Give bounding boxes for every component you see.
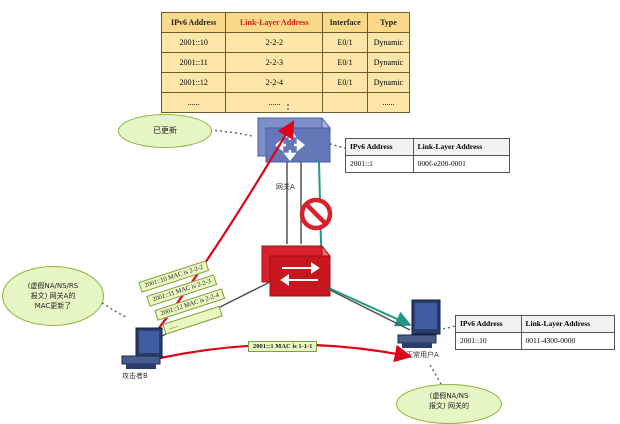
table-cell: ...... [225,92,324,113]
table-row: 2001::10 0011-4300-0000 [455,332,616,350]
cloud-text: (虚假NA/NS 报文) 网关的 [429,392,469,410]
table-cell: 2001::10 [455,332,522,350]
cloud-text: 已更新 [153,126,177,135]
table-cell: ...... [160,92,227,113]
table-cell: ...... [366,92,411,113]
attacker-label: 攻击者B [122,372,148,380]
blocked-icon [299,197,333,231]
user-address-table: IPv6 Address Link-Layer Address 2001::10… [455,315,616,350]
table-row: 2001::11 2-2-3 E0/1 Dynamic [160,52,411,73]
table-header: IPv6 Address [455,315,522,333]
cloud-text: (虚假NA/NS/RS 报文) 网关A的 MAC更新了 [27,282,79,310]
table-row: 2001::1 000f-e200-0001 [345,155,511,173]
link-line [325,287,411,331]
cloud-victim: (虚假NA/NS 报文) 网关的 [396,384,502,424]
gateway-label: 网关A [276,183,295,191]
cloud-updated: 已更新 [118,114,212,148]
user-label: 正常用户A [406,351,439,359]
cloud-attacker: (虚假NA/NS/RS 报文) 网关A的 MAC更新了 [2,266,104,326]
neighbor-table-header: Link-Layer Address [225,12,324,33]
switch-icon [260,245,332,297]
gateway-address-table: IPv6 Address Link-Layer Address 2001::1 … [345,138,511,173]
table-header: Link-Layer Address [412,138,511,156]
table-header: Link-Layer Address [520,315,616,333]
forged-message-banner: 2001::1 MAC is 1-1-1 [248,341,318,352]
table-cell: Dynamic [366,52,411,73]
table-cell: 000f-e200-0001 [412,155,511,173]
banner-text: ...... [167,321,180,332]
banner-text: 2001::1 MAC is 1-1-1 [253,343,313,350]
teal-arrow [318,159,412,327]
neighbor-table-header: Type [366,12,411,33]
user-computer-icon [397,299,441,348]
table-tail [437,325,456,331]
table-row: ...... ...... ...... [160,92,411,113]
cloud-tail [209,129,253,137]
table-cell: 0011-4300-0000 [520,332,616,350]
router-icon [256,117,332,163]
table-cell: 2001::1 [345,155,414,173]
table-header: IPv6 Address [345,138,414,156]
neighbor-table-header: Interface [322,12,368,33]
neighbor-table: IPv6 Address Link-Layer Address Interfac… [160,12,411,113]
attacker-computer-icon [121,327,163,369]
